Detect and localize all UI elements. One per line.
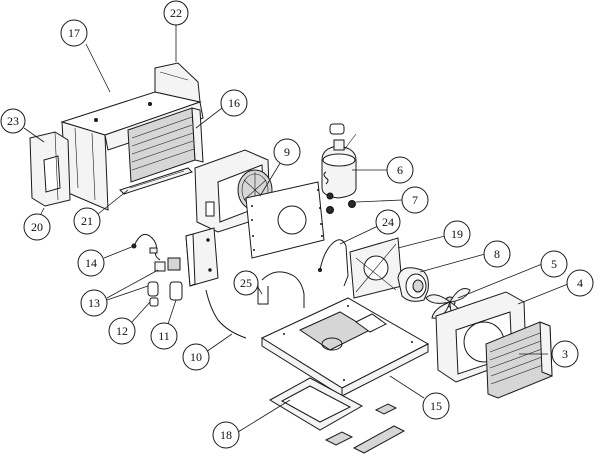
- svg-text:10: 10: [190, 350, 202, 364]
- part-12-capacitor: [147, 281, 159, 307]
- svg-text:7: 7: [412, 193, 418, 207]
- callout-12: 12: [108, 317, 136, 345]
- part-14-harness: [131, 233, 161, 261]
- svg-text:16: 16: [228, 96, 240, 110]
- callout-7: 7: [401, 186, 429, 214]
- part-3-condenser-coil: [485, 321, 553, 399]
- callout-24: 24: [375, 209, 401, 235]
- part-6-compressor: [321, 123, 357, 199]
- svg-text:3: 3: [562, 347, 568, 361]
- callout-25: 25: [233, 270, 259, 296]
- svg-text:18: 18: [220, 428, 232, 442]
- part-18-frame: [268, 377, 364, 431]
- part-19-motor-bracket: [349, 237, 403, 299]
- svg-text:14: 14: [85, 256, 97, 270]
- callout-11: 11: [150, 322, 178, 350]
- callout-21: 21: [73, 207, 101, 235]
- callout-20: 20: [23, 213, 51, 241]
- callout-16: 16: [220, 89, 248, 117]
- svg-text:4: 4: [577, 276, 583, 290]
- callout-10: 10: [182, 343, 210, 371]
- svg-text:12: 12: [116, 324, 128, 338]
- svg-text:6: 6: [397, 163, 403, 177]
- svg-text:22: 22: [170, 6, 182, 20]
- svg-text:8: 8: [494, 247, 500, 261]
- part-15-base-pan: [260, 297, 430, 397]
- part-11-capacitor: [169, 281, 183, 301]
- callout-9: 9: [273, 138, 301, 166]
- svg-text:9: 9: [284, 145, 290, 159]
- callout-18: 18: [212, 421, 240, 449]
- callout-4: 4: [566, 269, 594, 297]
- callout-22: 22: [163, 0, 189, 26]
- svg-text:15: 15: [430, 399, 442, 413]
- part-25-tube: [257, 271, 305, 308]
- part-24-tube: [318, 239, 349, 287]
- svg-text:5: 5: [551, 257, 557, 271]
- part-foam-strips: [324, 403, 406, 454]
- svg-text:19: 19: [451, 227, 463, 241]
- callout-13: 13: [80, 289, 108, 317]
- part-22-side-panel: [154, 62, 201, 103]
- callout-15: 15: [422, 392, 450, 420]
- svg-text:25: 25: [240, 276, 252, 290]
- callout-19: 19: [443, 220, 471, 248]
- part-control-bracket: [185, 227, 219, 287]
- svg-text:23: 23: [7, 114, 19, 128]
- part-8-fan-motor: [397, 267, 429, 302]
- callout-23: 23: [0, 108, 26, 134]
- svg-text:11: 11: [158, 329, 170, 343]
- callout-6: 6: [386, 156, 414, 184]
- callout-17: 17: [60, 19, 88, 47]
- callout-14: 14: [77, 249, 105, 277]
- svg-text:21: 21: [81, 214, 93, 228]
- part-13-relay: [154, 257, 181, 272]
- part-bulkhead-panel: [245, 181, 325, 259]
- callout-8: 8: [483, 240, 511, 268]
- svg-text:13: 13: [88, 296, 100, 310]
- part-21-rail: [119, 167, 193, 195]
- part-23-front-panel: [29, 131, 71, 207]
- part-7-grommets: [326, 192, 356, 214]
- leader-lines: [23, 22, 569, 433]
- svg-text:17: 17: [68, 26, 80, 40]
- svg-text:20: 20: [31, 220, 43, 234]
- callout-3: 3: [551, 340, 579, 368]
- part-10-power-cord: [205, 289, 247, 339]
- svg-text:24: 24: [382, 215, 394, 229]
- callout-5: 5: [540, 250, 568, 278]
- part-16-coil: [127, 107, 204, 183]
